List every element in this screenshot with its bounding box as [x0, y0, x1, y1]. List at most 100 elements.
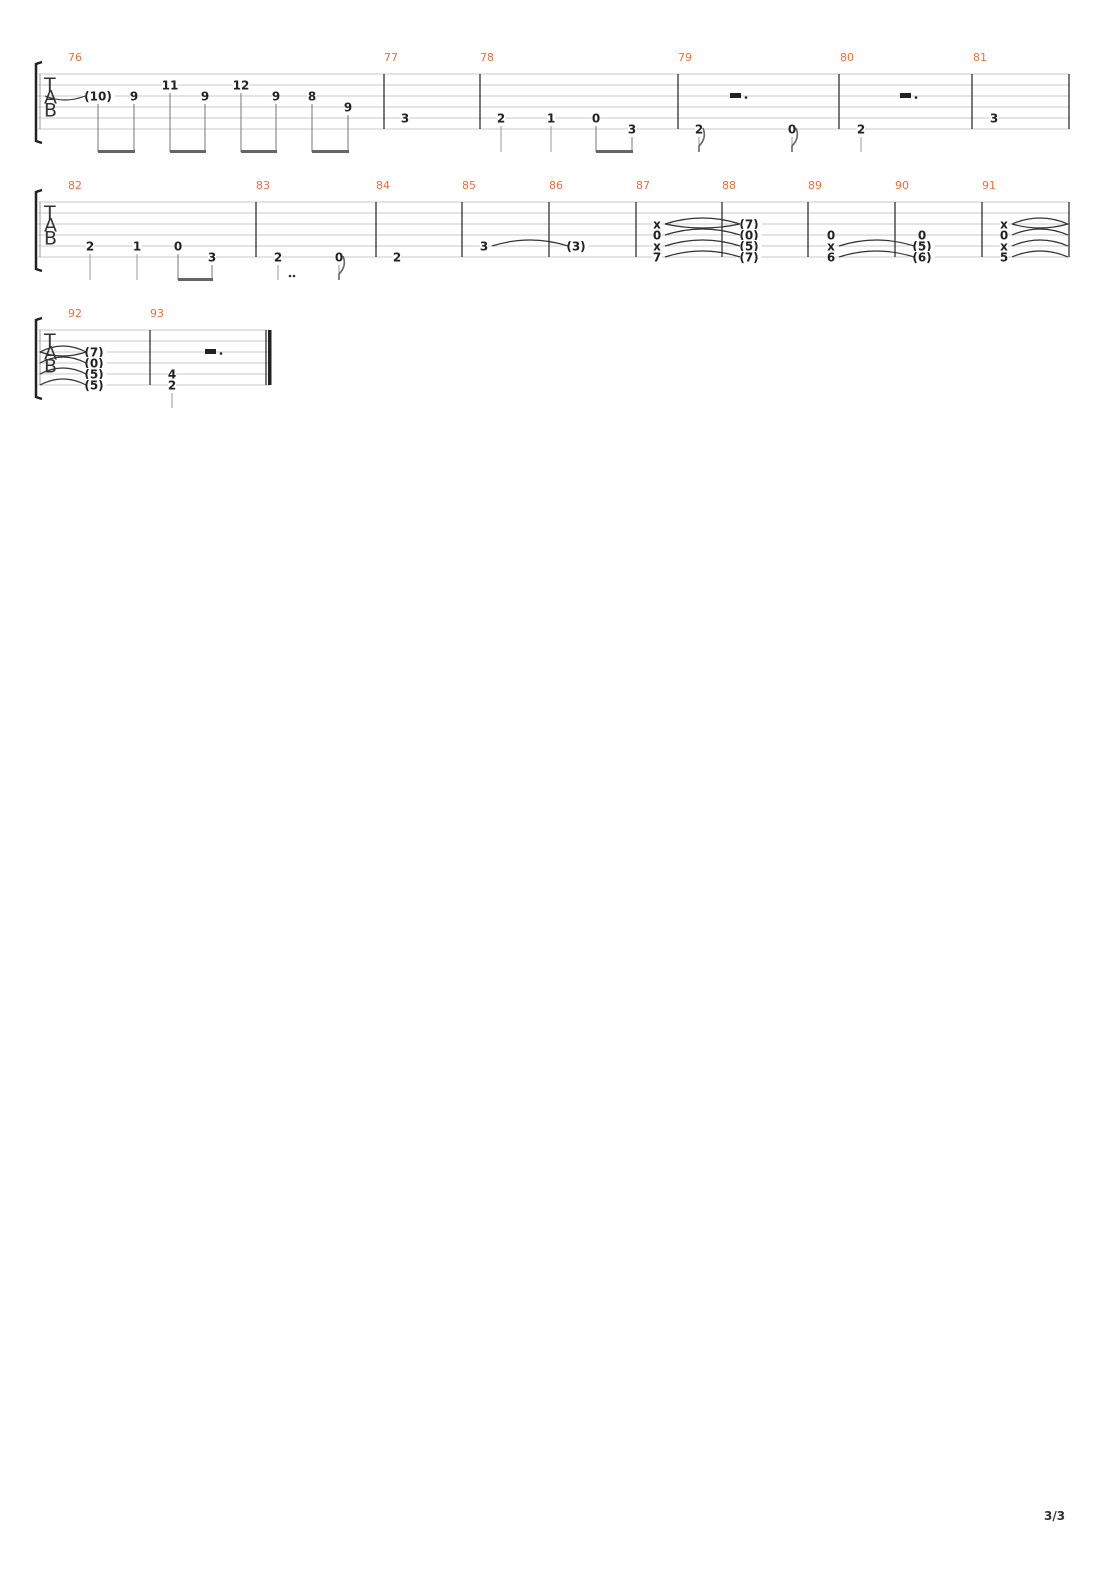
fret-background [81, 368, 107, 380]
fret-background [173, 240, 183, 252]
tie-arc [39, 345, 87, 353]
beam [241, 150, 277, 153]
fret-background [81, 346, 107, 358]
tab-clef-letter: A [44, 343, 57, 365]
tab-clef-letter: T [43, 330, 56, 352]
fret-number: 9 [130, 90, 138, 104]
fret-background [736, 251, 762, 263]
fret-background [392, 251, 402, 263]
measure-number: 93 [150, 307, 164, 320]
fret-background [85, 240, 95, 252]
fret-background [694, 123, 704, 135]
tie-arc [664, 217, 741, 225]
fret-number: 3 [628, 123, 636, 137]
fret-background [232, 79, 250, 91]
tie-arc [44, 95, 86, 101]
fret-background [627, 123, 637, 135]
fret-background [652, 229, 662, 241]
tie-arc [1011, 250, 1069, 258]
fret-background [909, 240, 935, 252]
fret-number: 3 [990, 112, 998, 126]
fret-number: 4 [168, 368, 176, 382]
tie-arc [838, 250, 915, 258]
fret-background [334, 251, 344, 263]
fret-number: 9 [344, 101, 352, 115]
fret-background [999, 218, 1009, 230]
fret-number: 8 [308, 90, 316, 104]
fret-background [652, 240, 662, 252]
tie-arc [664, 228, 741, 236]
system-bracket [34, 188, 43, 273]
eighth-flag [698, 127, 706, 152]
fret-number: 0 [592, 112, 600, 126]
fret-background [400, 112, 410, 124]
fret-number: 0 [918, 229, 926, 243]
fret-background [200, 90, 210, 102]
fret-background [167, 368, 177, 380]
fret-number: 1 [133, 240, 141, 254]
fret-number: 3 [208, 251, 216, 265]
fret-number: (5) [739, 240, 758, 254]
tie-arc [1011, 223, 1069, 229]
measure-number: 88 [722, 179, 736, 192]
system-bracket [34, 60, 43, 145]
measure-number: 92 [68, 307, 82, 320]
fret-background [271, 90, 281, 102]
fret-background [917, 229, 927, 241]
beam [170, 150, 206, 153]
fret-number: 9 [272, 90, 280, 104]
fret-number: 5 [1000, 251, 1008, 265]
measure-number: 83 [256, 179, 270, 192]
tie-arc [1011, 228, 1069, 236]
fret-number: (6) [912, 251, 931, 265]
fret-number: 3 [480, 240, 488, 254]
duration-dot [292, 274, 296, 278]
fret-background [999, 240, 1009, 252]
fret-number: (7) [739, 218, 758, 232]
measure-number: 87 [636, 179, 650, 192]
tab-clef-letter: B [44, 355, 57, 377]
fret-number: 2 [497, 112, 505, 126]
tie-arc [1011, 217, 1069, 225]
tie-arc [39, 351, 87, 357]
fret-background [787, 123, 797, 135]
system-bracket [34, 316, 43, 401]
tie-arc [664, 250, 741, 258]
fret-background [129, 90, 139, 102]
final-barline-thick [268, 330, 272, 385]
fret-background [81, 90, 115, 102]
fret-number: (3) [566, 240, 585, 254]
tie-arc [1011, 239, 1069, 247]
fret-background [563, 240, 589, 252]
fret-background [307, 90, 317, 102]
measure-number: 79 [678, 51, 692, 64]
measure-number: 84 [376, 179, 390, 192]
fret-background [989, 112, 999, 124]
duration-dot [288, 274, 292, 278]
fret-number: 1 [547, 112, 555, 126]
fret-number: 2 [857, 123, 865, 137]
measure-number: 78 [480, 51, 494, 64]
fret-number: 0 [653, 229, 661, 243]
fret-number: (0) [739, 229, 758, 243]
fret-number: 11 [162, 79, 179, 93]
fret-number: x [653, 218, 661, 232]
fret-number: 2 [695, 123, 703, 137]
measure-number: 91 [982, 179, 996, 192]
tie-arc [838, 239, 915, 247]
fret-number: 7 [653, 251, 661, 265]
fret-number: (5) [84, 368, 103, 382]
measure-number: 77 [384, 51, 398, 64]
fret-number: 0 [1000, 229, 1008, 243]
fret-background [273, 251, 283, 263]
fret-number: 6 [827, 251, 835, 265]
measure-number: 81 [973, 51, 987, 64]
tab-clef-letter: T [43, 202, 56, 224]
fret-number: (0) [84, 357, 103, 371]
tie-arc [664, 223, 741, 229]
fret-number: 3 [401, 112, 409, 126]
fret-number: 9 [201, 90, 209, 104]
fret-number: (7) [84, 346, 103, 360]
rest-dot [219, 352, 223, 355]
